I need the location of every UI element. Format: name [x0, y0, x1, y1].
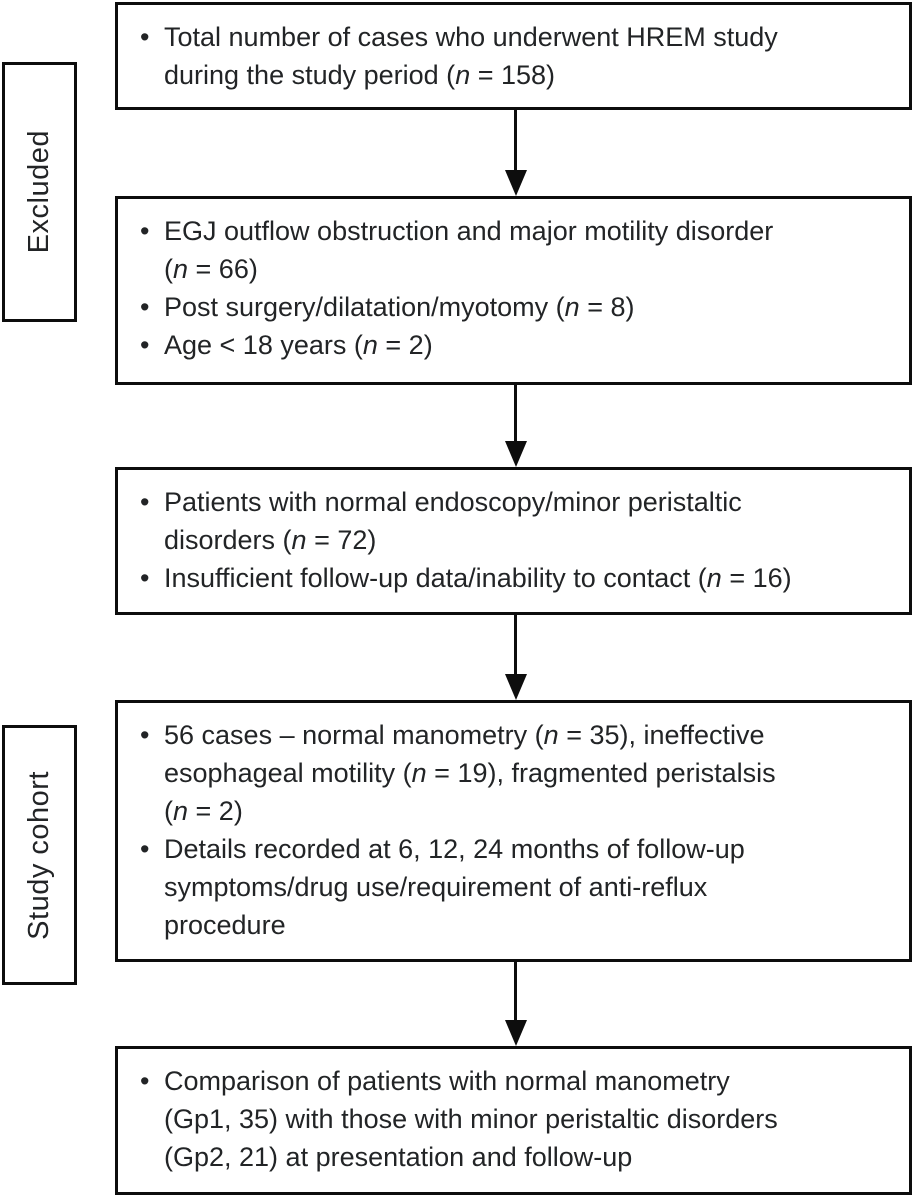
bullet-list: EGJ outflow obstruction and major motili…	[118, 199, 909, 364]
bullet-item: EGJ outflow obstruction and major motili…	[140, 212, 901, 288]
bullet-item: Insufficient follow-up data/inability to…	[140, 559, 901, 597]
arrow-stem	[514, 962, 517, 1020]
arrowhead-icon	[504, 674, 527, 700]
arrow-stem	[514, 385, 517, 441]
flow-box-comparison: Comparison of patients with normal manom…	[115, 1046, 912, 1195]
bullet-item: Details recorded at 6, 12, 24 months of …	[140, 830, 901, 944]
down-arrow-1	[504, 110, 527, 196]
side-label-excluded-text: Excluded	[23, 130, 55, 254]
bullet-list: Comparison of patients with normal manom…	[118, 1049, 909, 1176]
down-arrow-2	[504, 385, 527, 467]
bullet-list: Total number of cases who underwent HREM…	[118, 5, 909, 94]
bullet-item: Comparison of patients with normal manom…	[140, 1062, 901, 1176]
arrow-stem	[514, 615, 517, 674]
arrowhead-icon	[504, 1020, 527, 1046]
arrow-stem	[514, 110, 517, 170]
side-label-study-cohort: Study cohort	[2, 725, 77, 985]
bullet-item: 56 cases – normal manometry (n = 35), in…	[140, 716, 901, 830]
flow-box-exclusions: EGJ outflow obstruction and major motili…	[115, 196, 912, 385]
bullet-item: Age < 18 years (n = 2)	[140, 326, 901, 364]
arrowhead-icon	[504, 441, 527, 467]
bullet-item: Patients with normal endoscopy/minor per…	[140, 483, 901, 559]
side-label-study-cohort-text: Study cohort	[23, 770, 55, 940]
side-label-excluded: Excluded	[2, 62, 77, 322]
flow-box-total-hrem-cases: Total number of cases who underwent HREM…	[115, 2, 912, 110]
bullet-item: Total number of cases who underwent HREM…	[140, 18, 901, 94]
flow-box-further-exclusions: Patients with normal endoscopy/minor per…	[115, 467, 912, 615]
bullet-list: 56 cases – normal manometry (n = 35), in…	[118, 703, 909, 944]
down-arrow-3	[504, 615, 527, 700]
bullet-item: Post surgery/dilatation/myotomy (n = 8)	[140, 288, 901, 326]
flow-box-study-cohort-details: 56 cases – normal manometry (n = 35), in…	[115, 700, 912, 962]
bullet-list: Patients with normal endoscopy/minor per…	[118, 470, 909, 597]
arrowhead-icon	[504, 170, 527, 196]
down-arrow-4	[504, 962, 527, 1046]
